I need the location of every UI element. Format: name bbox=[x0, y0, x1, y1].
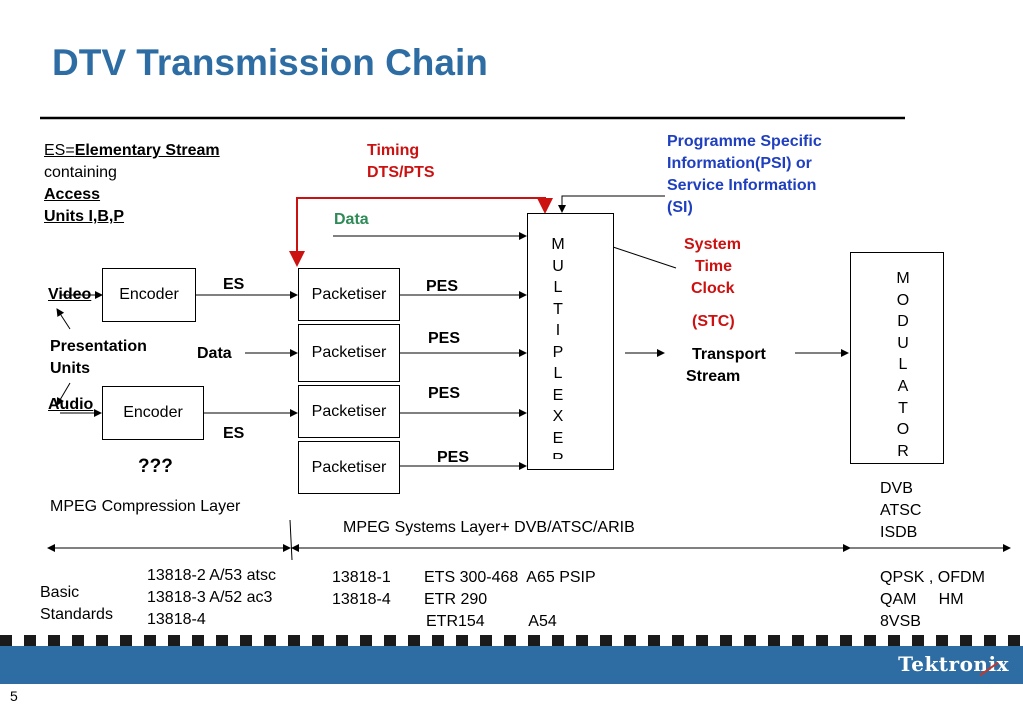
stc-line-3: Clock bbox=[691, 280, 735, 297]
packetiser-1: Packetiser bbox=[298, 268, 400, 321]
modulator-box bbox=[850, 252, 944, 464]
es-label-top: ES bbox=[223, 276, 245, 293]
pes-label-1: PES bbox=[426, 278, 459, 295]
data-top-label: Data bbox=[334, 211, 369, 228]
modulation-ref-1: QPSK , OFDM bbox=[880, 569, 985, 586]
modulation-ref-3: 8VSB bbox=[880, 613, 921, 630]
compression-ref-3: 13818-4 bbox=[147, 611, 206, 628]
presentation-units-line-2: Units bbox=[50, 360, 90, 377]
packetiser-4: Packetiser bbox=[298, 441, 400, 494]
packetiser-3: Packetiser bbox=[298, 385, 400, 438]
presentation-arrow-up bbox=[56, 308, 71, 330]
timing-label: Timing bbox=[367, 142, 420, 159]
stc-line-1: System bbox=[684, 236, 741, 253]
pes-label-2: PES bbox=[428, 330, 461, 347]
slide-title: DTV Transmission Chain bbox=[52, 42, 488, 83]
transport-stream-line-2: Stream bbox=[686, 368, 741, 385]
basic-standards-line-1: Basic bbox=[40, 584, 80, 601]
systems-layer-label: MPEG Systems Layer+ DVB/ATSC/ARIB bbox=[343, 519, 635, 536]
multiplexer-box bbox=[527, 213, 614, 470]
modulation-ref-2: QAM HM bbox=[880, 591, 964, 608]
systems-ref-col2-1: ETS 300-468 A65 PSIP bbox=[424, 569, 596, 586]
systems-ref-col1-1: 13818-1 bbox=[332, 569, 391, 586]
audio-input-label: Audio bbox=[48, 396, 94, 413]
footer-checker-strip bbox=[0, 635, 1023, 646]
systems-ref-col2-3: ETR154 A54 bbox=[426, 613, 557, 630]
access-units-types: Units I,B,P bbox=[44, 208, 125, 225]
access-units-label: Access bbox=[44, 186, 101, 203]
multiplexer-label: MU LT IP LE XE R bbox=[551, 236, 565, 459]
video-input-label: Video bbox=[48, 286, 92, 303]
psi-arrow bbox=[558, 195, 665, 213]
packetiser-2: Packetiser bbox=[298, 324, 400, 382]
audio-encoder: Encoder bbox=[102, 386, 204, 440]
unknown-source-label: ??? bbox=[138, 456, 173, 477]
pes-label-3: PES bbox=[428, 385, 461, 402]
tektronix-logo: Tektronix bbox=[898, 652, 1009, 676]
mod-standard-isdb: ISDB bbox=[880, 524, 918, 541]
pes-label-4: PES bbox=[437, 449, 470, 466]
mod-standard-atsc: ATSC bbox=[880, 502, 922, 519]
psi-line-4: (SI) bbox=[667, 199, 693, 216]
page-number: 5 bbox=[10, 688, 18, 704]
footer-band bbox=[0, 646, 1023, 684]
psi-line-2: Information(PSI) or bbox=[667, 155, 812, 172]
mod-standard-dvb: DVB bbox=[880, 480, 913, 497]
es-label-bottom: ES bbox=[223, 425, 245, 442]
timing-dts-pts: DTS/PTS bbox=[367, 164, 435, 181]
es-definition: ES=Elementary Stream bbox=[44, 142, 220, 159]
compression-ref-1: 13818-2 A/53 atsc bbox=[147, 567, 276, 584]
stc-line-4: (STC) bbox=[692, 313, 735, 330]
psi-line-3: Service Information bbox=[667, 177, 817, 194]
video-encoder: Encoder bbox=[102, 268, 196, 322]
stc-line-2: Time bbox=[695, 258, 733, 275]
compression-ref-2: 13818-3 A/52 ac3 bbox=[147, 589, 273, 606]
basic-standards-line-2: Standards bbox=[40, 606, 113, 623]
psi-line-1: Programme Specific bbox=[667, 133, 822, 150]
layer-divider bbox=[289, 519, 293, 561]
presentation-arrow-down bbox=[56, 382, 71, 406]
transport-stream-line-1: Transport bbox=[692, 346, 766, 363]
data-input-label: Data bbox=[197, 345, 232, 362]
presentation-units-line-1: Presentation bbox=[50, 338, 147, 355]
systems-ref-col2-2: ETR 290 bbox=[424, 591, 488, 608]
compression-layer-label: MPEG Compression Layer bbox=[50, 498, 241, 515]
es-containing: containing bbox=[44, 164, 117, 181]
timing-connector bbox=[296, 197, 553, 265]
systems-ref-col1-2: 13818-4 bbox=[332, 591, 391, 608]
